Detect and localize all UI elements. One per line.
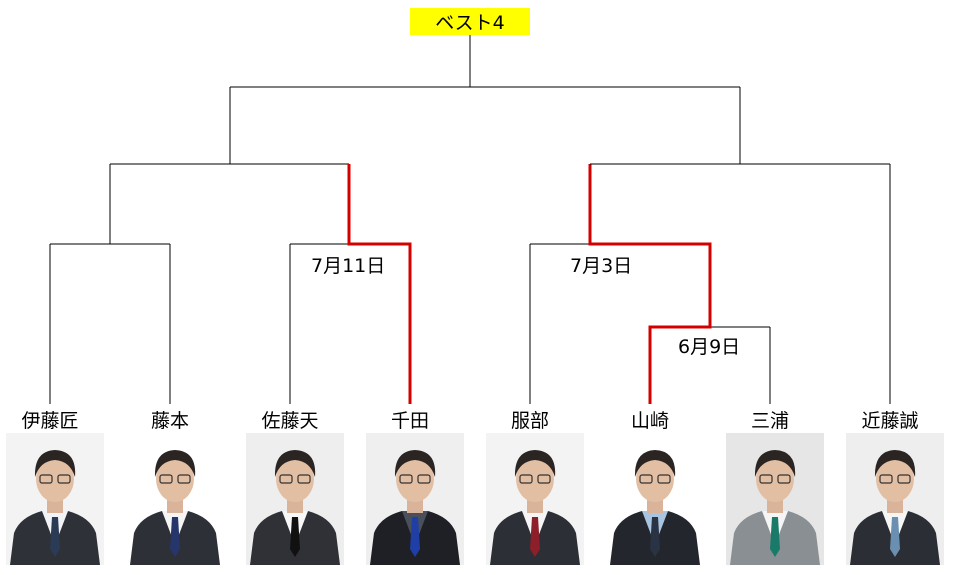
- glasses-shape: [657, 474, 671, 484]
- tie-shape: [770, 517, 780, 557]
- hair-shape: [874, 450, 916, 477]
- match-date-label: 6月9日: [676, 332, 743, 359]
- portrait-graphic: [246, 433, 344, 565]
- player-photo: [846, 433, 944, 565]
- player-photo: [246, 433, 344, 565]
- player-name: 近藤誠: [861, 410, 919, 432]
- portrait-graphic: [846, 433, 944, 565]
- tie-shape: [650, 517, 660, 557]
- player-name: 伊藤匠: [21, 410, 79, 432]
- player-photo: [366, 433, 464, 565]
- glasses-shape: [639, 474, 653, 484]
- glasses-shape: [537, 474, 551, 484]
- hair-shape: [754, 450, 796, 477]
- player-name: 山崎: [630, 410, 669, 432]
- tie-shape: [410, 517, 420, 557]
- glasses-shape: [759, 474, 773, 484]
- glasses-shape: [279, 474, 293, 484]
- player-name: 服部: [510, 410, 549, 432]
- glasses-shape: [777, 474, 791, 484]
- face-shape: [516, 456, 554, 502]
- glasses-shape: [39, 474, 53, 484]
- portrait-graphic: [606, 433, 704, 565]
- hair-shape: [514, 450, 556, 477]
- tie-shape: [290, 517, 300, 557]
- player-photo: [126, 433, 224, 565]
- glasses-shape: [57, 474, 71, 484]
- bracket-lines: [49, 35, 891, 404]
- best-four-label: ベスト4: [410, 8, 530, 35]
- hair-shape: [34, 450, 76, 477]
- portrait-graphic: [6, 433, 104, 565]
- player-photo: [726, 433, 824, 565]
- glasses-shape: [399, 474, 413, 484]
- player-photo: [606, 433, 704, 565]
- face-shape: [36, 456, 74, 502]
- player-name: 千田: [390, 410, 429, 432]
- player-name: 佐藤天: [261, 410, 319, 432]
- hair-shape: [394, 450, 436, 477]
- glasses-shape: [897, 474, 911, 484]
- glasses-shape: [177, 474, 191, 484]
- player-name: 三浦: [750, 410, 789, 432]
- tie-shape: [50, 517, 60, 557]
- face-shape: [156, 456, 194, 502]
- face-shape: [396, 456, 434, 502]
- player-photo: [486, 433, 584, 565]
- glasses-shape: [297, 474, 311, 484]
- face-shape: [276, 456, 314, 502]
- glasses-shape: [879, 474, 893, 484]
- glasses-shape: [417, 474, 431, 484]
- face-shape: [756, 456, 794, 502]
- glasses-shape: [519, 474, 533, 484]
- match-date-label: 7月11日: [309, 251, 388, 278]
- match-date-label: 7月3日: [568, 251, 635, 278]
- player-name: 藤本: [150, 410, 189, 432]
- portrait-graphic: [726, 433, 824, 565]
- player-photo: [6, 433, 104, 565]
- winner-lines: [347, 163, 740, 404]
- portrait-graphic: [126, 433, 224, 565]
- portrait-graphic: [486, 433, 584, 565]
- tie-shape: [170, 517, 180, 557]
- hair-shape: [634, 450, 676, 477]
- tie-shape: [890, 517, 900, 557]
- face-shape: [876, 456, 914, 502]
- hair-shape: [154, 450, 196, 477]
- glasses-shape: [159, 474, 173, 484]
- portrait-graphic: [366, 433, 464, 565]
- hair-shape: [274, 450, 316, 477]
- face-shape: [636, 456, 674, 502]
- tie-shape: [530, 517, 540, 557]
